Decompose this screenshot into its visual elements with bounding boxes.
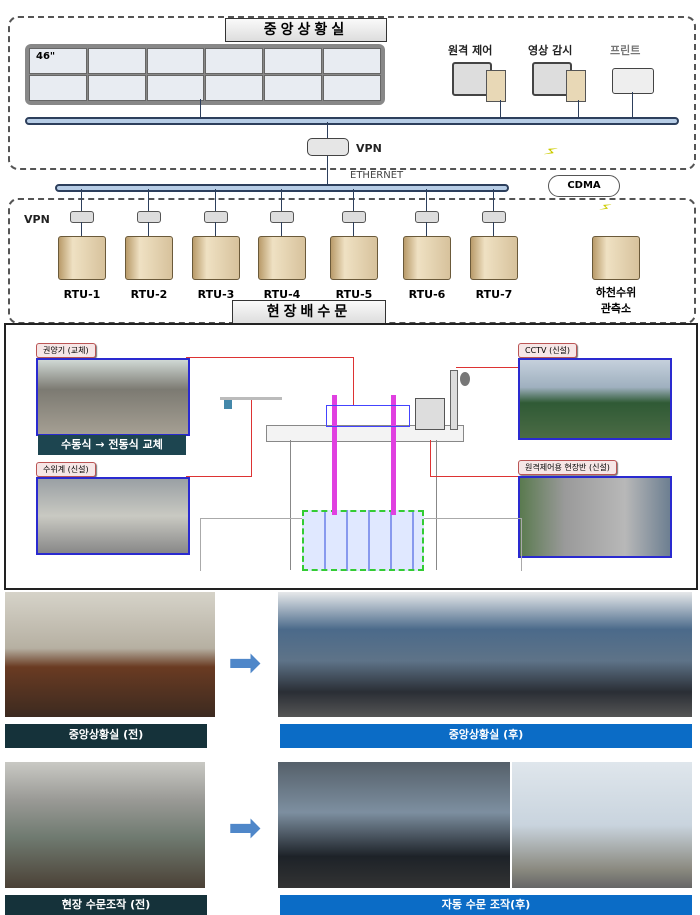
network-bus: [25, 117, 679, 125]
computer-icon: [532, 62, 572, 96]
hoist-caption: 수동식 → 전동식 교체: [38, 435, 186, 455]
rtu-icon: [403, 236, 451, 280]
control-room-before-photo: [5, 592, 215, 717]
rtu-router-icon: [482, 211, 506, 223]
rtu-router-icon: [415, 211, 439, 223]
rtu-label: RTU-3: [197, 288, 235, 301]
gate-pier: [290, 440, 437, 570]
rtu-icon: [192, 236, 240, 280]
control-room-title: 중앙상황실: [225, 18, 387, 42]
control-panel-tag: 원격제어용 현장반 (신설): [518, 460, 617, 475]
gate-rod: [391, 395, 396, 515]
computer-tower-icon: [486, 70, 506, 102]
field-before-photo: [5, 762, 205, 888]
rtu-router-icon: [70, 211, 94, 223]
hoist-drawing: [326, 405, 410, 427]
field-gate-title: 현장배수문: [232, 300, 386, 324]
video-wall: 46": [25, 44, 385, 105]
cctv-pole-drawing: [450, 370, 458, 430]
rtu-router-icon: [342, 211, 366, 223]
gate-leaf: [302, 510, 424, 571]
station-line2: 관측소: [600, 302, 632, 315]
rtu-vpn-label: VPN: [24, 213, 50, 226]
rtu-router-icon: [137, 211, 161, 223]
field-after-monitor-photo: [278, 762, 510, 888]
cctv-tag: CCTV (신설): [518, 343, 578, 358]
printer-label: 프린트: [610, 44, 641, 57]
gauge-arm-drawing: [220, 397, 282, 400]
rtu-label: RTU-5: [335, 288, 373, 301]
rtu-icon: [470, 236, 518, 280]
water-gauge-drawing: [224, 400, 232, 409]
ethernet-label: ETHERNET: [350, 170, 404, 181]
gate-rod: [332, 395, 337, 515]
control-room-zone: [8, 16, 696, 170]
rtu-icon: [125, 236, 173, 280]
vpn-label: VPN: [356, 142, 382, 155]
hoist-tag: 권양기 (교체): [36, 343, 96, 358]
rtu-label: RTU-4: [263, 288, 301, 301]
field-after-caption: 자동 수문 조작(후): [280, 895, 692, 915]
cctv-photo: [518, 358, 672, 440]
control-room-after-photo: [278, 592, 692, 717]
station-line1: 하천수위: [595, 286, 637, 299]
rtu-icon: [258, 236, 306, 280]
water-level-station-icon: [592, 236, 640, 280]
field-after-cctv-photo: [512, 762, 692, 888]
video-wall-size: 46": [29, 48, 87, 74]
gate-deck: [266, 425, 464, 442]
arrow-right-icon: ➡: [228, 805, 262, 851]
field-before-caption: 현장 수문조작 (전): [5, 895, 207, 915]
rtu-label: RTU-2: [130, 288, 168, 301]
computer-icon: [452, 62, 492, 96]
rtu-router-icon: [204, 211, 228, 223]
water-gauge-tag: 수위계 (신설): [36, 462, 96, 477]
cdma-cloud: CDMA: [548, 175, 620, 197]
vpn-router-icon: [307, 138, 349, 156]
rtu-label: RTU-6: [408, 288, 446, 301]
rtu-router-icon: [270, 211, 294, 223]
arrow-right-icon: ➡: [228, 640, 262, 686]
control-panel-photo: [518, 476, 672, 558]
rtu-label: RTU-1: [63, 288, 101, 301]
remote-control-label: 원격 제어: [448, 44, 493, 57]
hoist-photo: [36, 358, 190, 436]
rtu-label: RTU-7: [475, 288, 513, 301]
control-room-after-caption: 중앙상황실 (후): [280, 724, 692, 748]
field-gate-zone: [4, 323, 698, 590]
rtu-icon: [58, 236, 106, 280]
control-room-before-caption: 중앙상황실 (전): [5, 724, 207, 748]
cctv-camera-icon: [460, 372, 470, 386]
video-monitor-label: 영상 감시: [528, 44, 573, 57]
ethernet-bus: [55, 184, 509, 192]
control-panel-drawing: [415, 398, 445, 430]
rtu-icon: [330, 236, 378, 280]
water-gauge-photo: [36, 477, 190, 555]
printer-icon: [612, 68, 654, 94]
computer-tower-icon: [566, 70, 586, 102]
